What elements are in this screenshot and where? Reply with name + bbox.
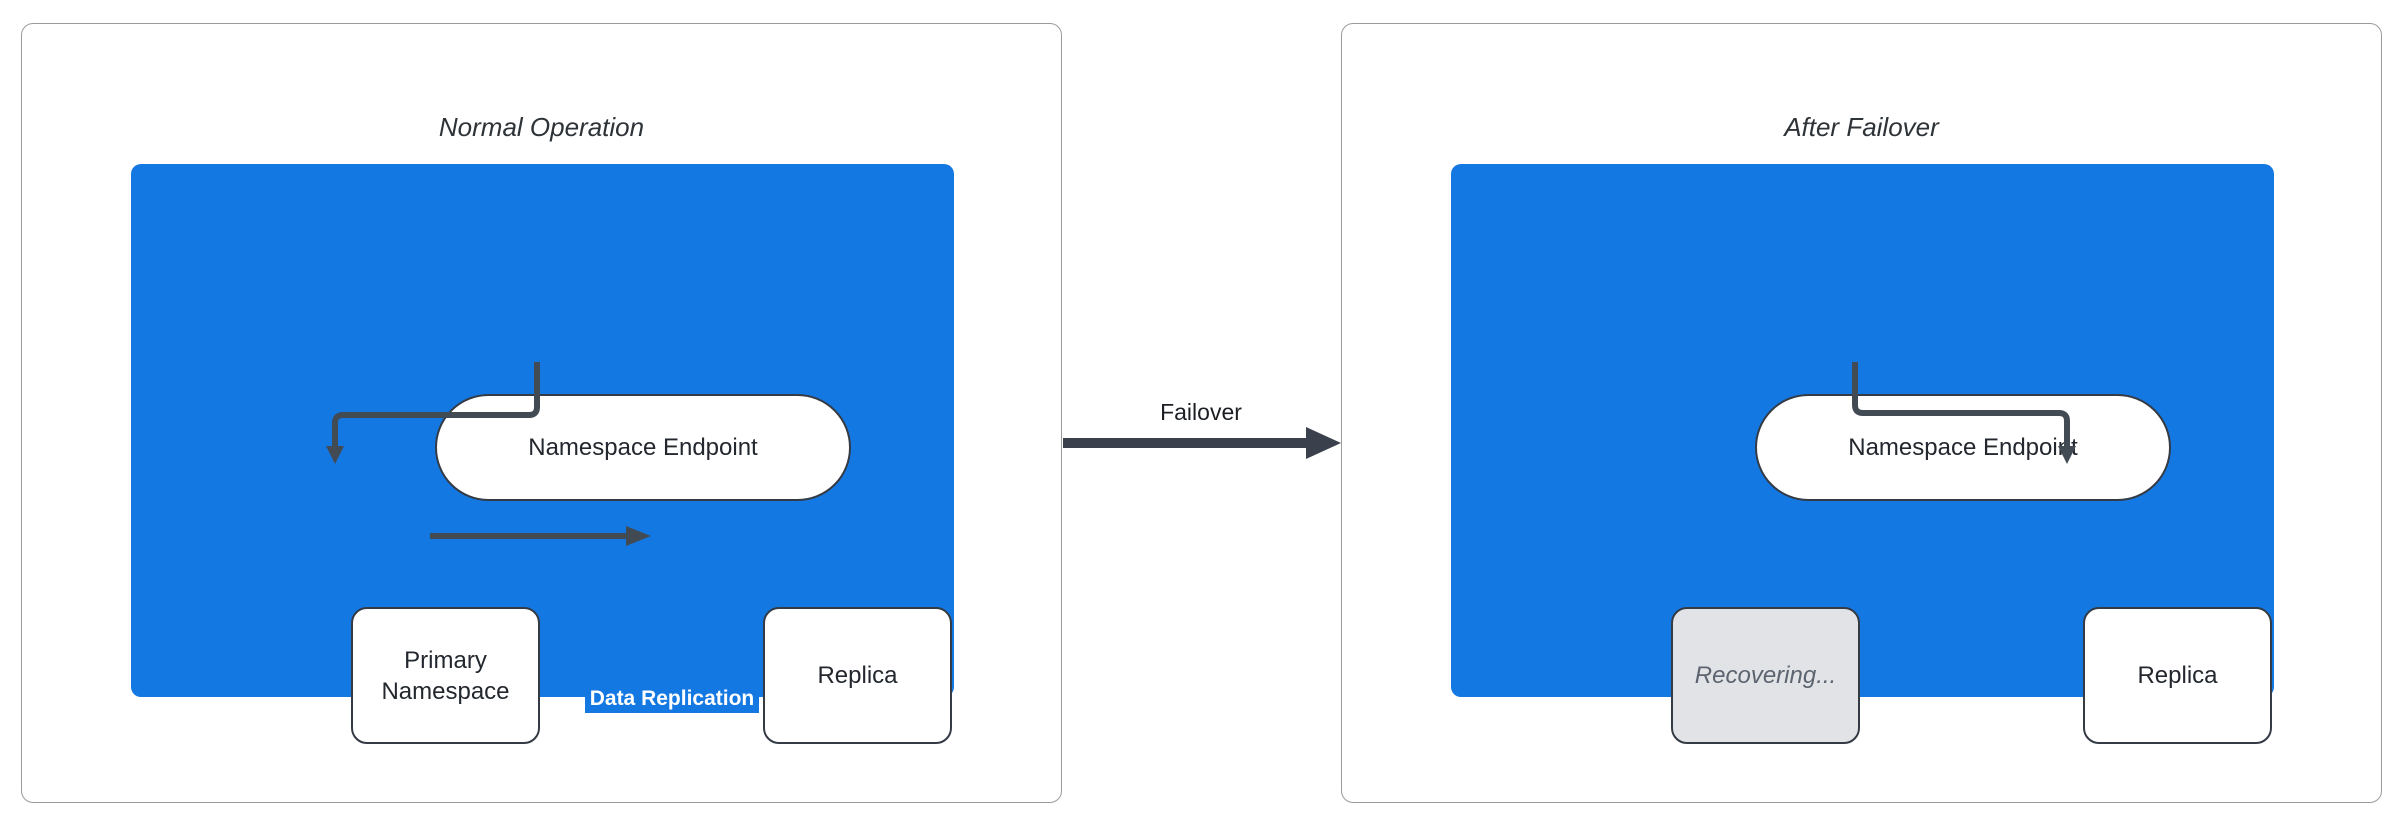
failover-transition-label: Failover <box>1160 399 1242 425</box>
panel-normal-operation: Normal Operation Namespace Endpoint Prim… <box>21 23 1062 803</box>
node-primary-namespace: Primary Namespace <box>351 607 540 744</box>
container-after-failover: Namespace Endpoint Recovering... Replica <box>1451 164 2274 744</box>
node-namespace-endpoint-left: Namespace Endpoint <box>435 394 851 501</box>
panel-title-after-failover: After Failover <box>1784 112 1939 142</box>
container-normal-operation: Namespace Endpoint Primary Namespace Rep… <box>131 164 954 744</box>
node-replica-left: Replica <box>763 607 952 744</box>
node-namespace-endpoint-right: Namespace Endpoint <box>1755 394 2171 501</box>
edge-label-data-replication: Data Replication <box>561 685 783 713</box>
panel-after-failover: After Failover Namespace Endpoint Recove… <box>1341 23 2382 803</box>
failover-arrowhead <box>1306 427 1341 459</box>
node-recovering: Recovering... <box>1671 607 1860 744</box>
node-replica-right: Replica <box>2083 607 2272 744</box>
panel-title-normal-operation: Normal Operation <box>438 112 645 142</box>
